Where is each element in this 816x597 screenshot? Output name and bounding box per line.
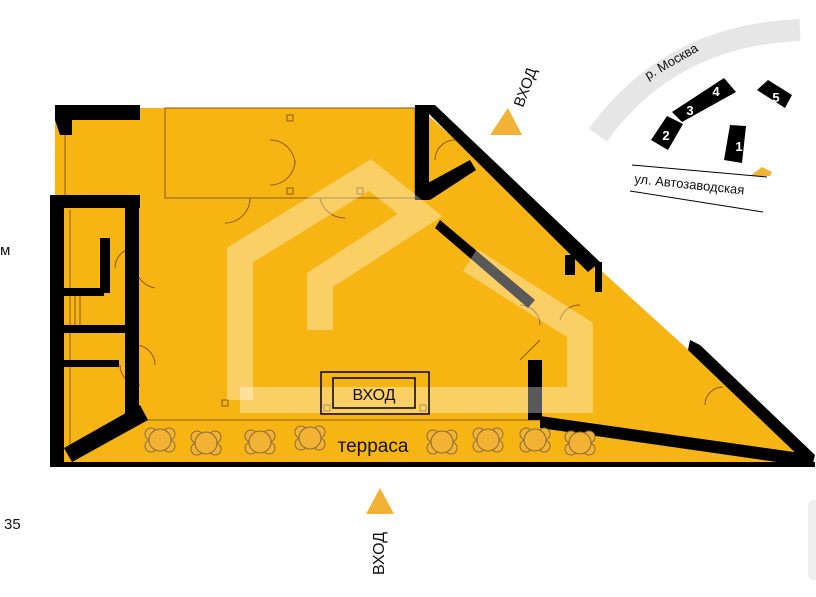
buildings bbox=[651, 78, 792, 163]
street-line-top bbox=[631, 164, 768, 178]
building-3-4 bbox=[672, 78, 736, 122]
top-entrance-arrow-icon bbox=[490, 108, 522, 135]
edge-label-top: м bbox=[0, 242, 11, 259]
building-label-2: 2 bbox=[662, 128, 669, 143]
building-label-5: 5 bbox=[772, 90, 779, 105]
center-entrance-frame bbox=[320, 371, 430, 415]
terrace-tables bbox=[144, 425, 596, 456]
river-moskva bbox=[589, 19, 801, 142]
watermark-logo bbox=[227, 159, 593, 413]
walls bbox=[50, 105, 815, 467]
building-label-1: 1 bbox=[735, 139, 742, 154]
terrace-label: терраса bbox=[338, 436, 409, 457]
building-2 bbox=[651, 116, 683, 150]
center-entrance-box bbox=[332, 377, 416, 409]
location-marker-icon bbox=[750, 167, 772, 176]
edge-label-bottom: 35 bbox=[4, 516, 21, 533]
edge-panel bbox=[808, 500, 816, 580]
interior-lines bbox=[64, 107, 724, 450]
top-entrance-label: ВХОД bbox=[511, 66, 541, 110]
building-label-4: 4 bbox=[712, 84, 720, 99]
building-label-3: 3 bbox=[686, 103, 693, 118]
floor-area bbox=[50, 108, 812, 462]
bottom-entrance-label: ВХОД bbox=[371, 532, 388, 575]
columns bbox=[221, 114, 427, 412]
center-entrance-label: ВХОД bbox=[352, 387, 395, 404]
street-line-bottom bbox=[629, 190, 764, 213]
bottom-entrance-arrow-icon bbox=[366, 488, 394, 514]
street-label: ул. Автозаводская bbox=[634, 171, 745, 197]
building-5 bbox=[757, 80, 792, 108]
building-1 bbox=[724, 125, 746, 163]
